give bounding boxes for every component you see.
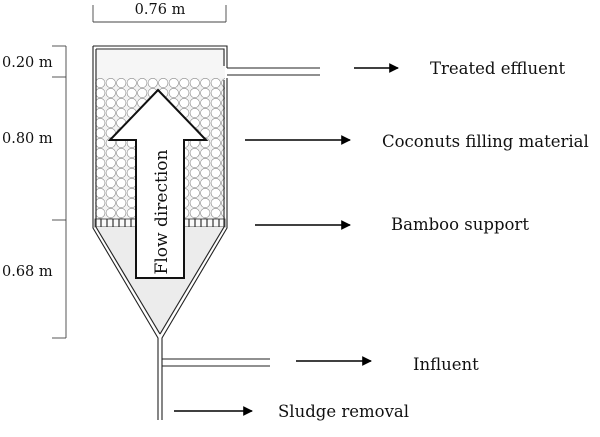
height-dimension: 0.20 m 0.80 m 0.68 m: [2, 45, 67, 339]
level-1-label: 0.20 m: [2, 55, 53, 71]
effluent-pipe: [227, 67, 320, 76]
flow-direction-label: Flow direction: [152, 150, 172, 275]
level-2-label: 0.80 m: [2, 131, 53, 147]
width-dimension: 0.76 m: [92, 2, 227, 23]
width-label: 0.76 m: [135, 2, 186, 18]
bamboo-support-label: Bamboo support: [391, 215, 529, 234]
influent-pipe: [162, 358, 270, 367]
sludge-hopper: [95, 227, 225, 336]
treated-effluent-label: Treated effluent: [430, 59, 565, 78]
level-3-label: 0.68 m: [2, 264, 53, 280]
flow-direction-arrow: Flow direction: [107, 88, 209, 279]
influent-label: Influent: [413, 355, 479, 374]
sludge-removal-label: Sludge removal: [278, 402, 409, 421]
coconut-filling-label: Coconuts filling material: [382, 132, 589, 151]
